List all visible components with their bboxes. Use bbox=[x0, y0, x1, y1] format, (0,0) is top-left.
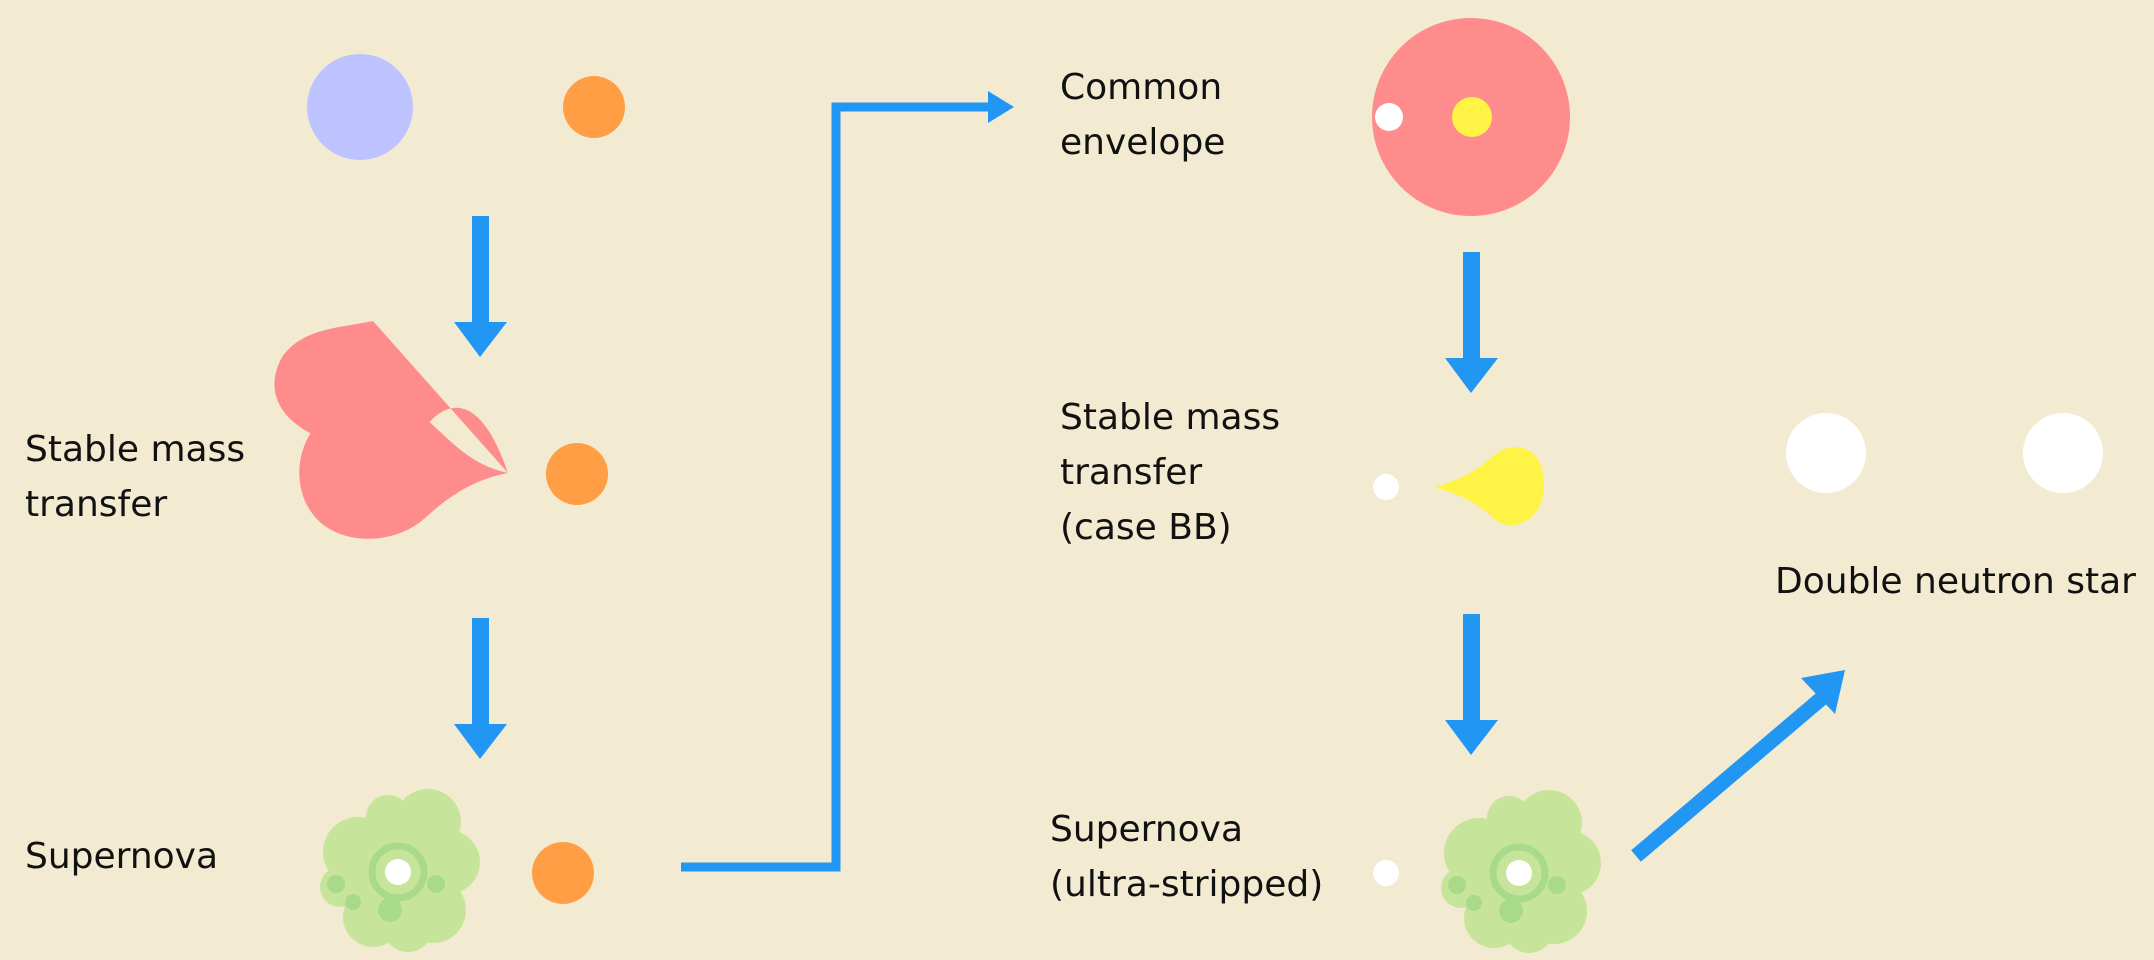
supernova-burst-icon bbox=[1441, 790, 1601, 953]
neutron-star-in-envelope bbox=[1375, 103, 1403, 131]
orange-companion-star bbox=[563, 76, 625, 138]
label-stable-mass-transfer: Stable mass transfer bbox=[25, 429, 246, 525]
arrow-down-icon bbox=[1445, 252, 1498, 393]
arrow-down-icon bbox=[454, 216, 507, 357]
label-common-envelope: Common envelope bbox=[1060, 67, 1226, 163]
label-supernova: Supernova bbox=[25, 836, 219, 877]
helium-star-teardrop bbox=[1434, 447, 1545, 526]
neutron-star-companion bbox=[1373, 860, 1399, 886]
label-supernova-ultra-stripped: Supernova (ultra-stripped) bbox=[1050, 809, 1324, 905]
orange-accretor-star bbox=[546, 443, 608, 505]
label-stable-mass-transfer-case-bb: Stable mass transfer (case BB) bbox=[1060, 397, 1281, 548]
arrow-down-icon bbox=[1445, 614, 1498, 755]
blue-star bbox=[307, 54, 413, 160]
diagonal-arrow-icon bbox=[1631, 670, 1845, 862]
arrow-down-icon bbox=[454, 618, 507, 759]
neutron-star-2 bbox=[2023, 413, 2103, 493]
helium-core bbox=[1452, 97, 1492, 137]
mass-transfer-star bbox=[299, 397, 508, 539]
neutron-star-1 bbox=[1786, 413, 1866, 493]
neutron-star-accretor bbox=[1373, 474, 1399, 500]
label-double-neutron-star: Double neutron star bbox=[1775, 561, 2136, 602]
supernova-burst-icon bbox=[320, 789, 480, 952]
connector-arrow-icon bbox=[681, 91, 1014, 872]
orange-survivor-star bbox=[532, 842, 594, 904]
